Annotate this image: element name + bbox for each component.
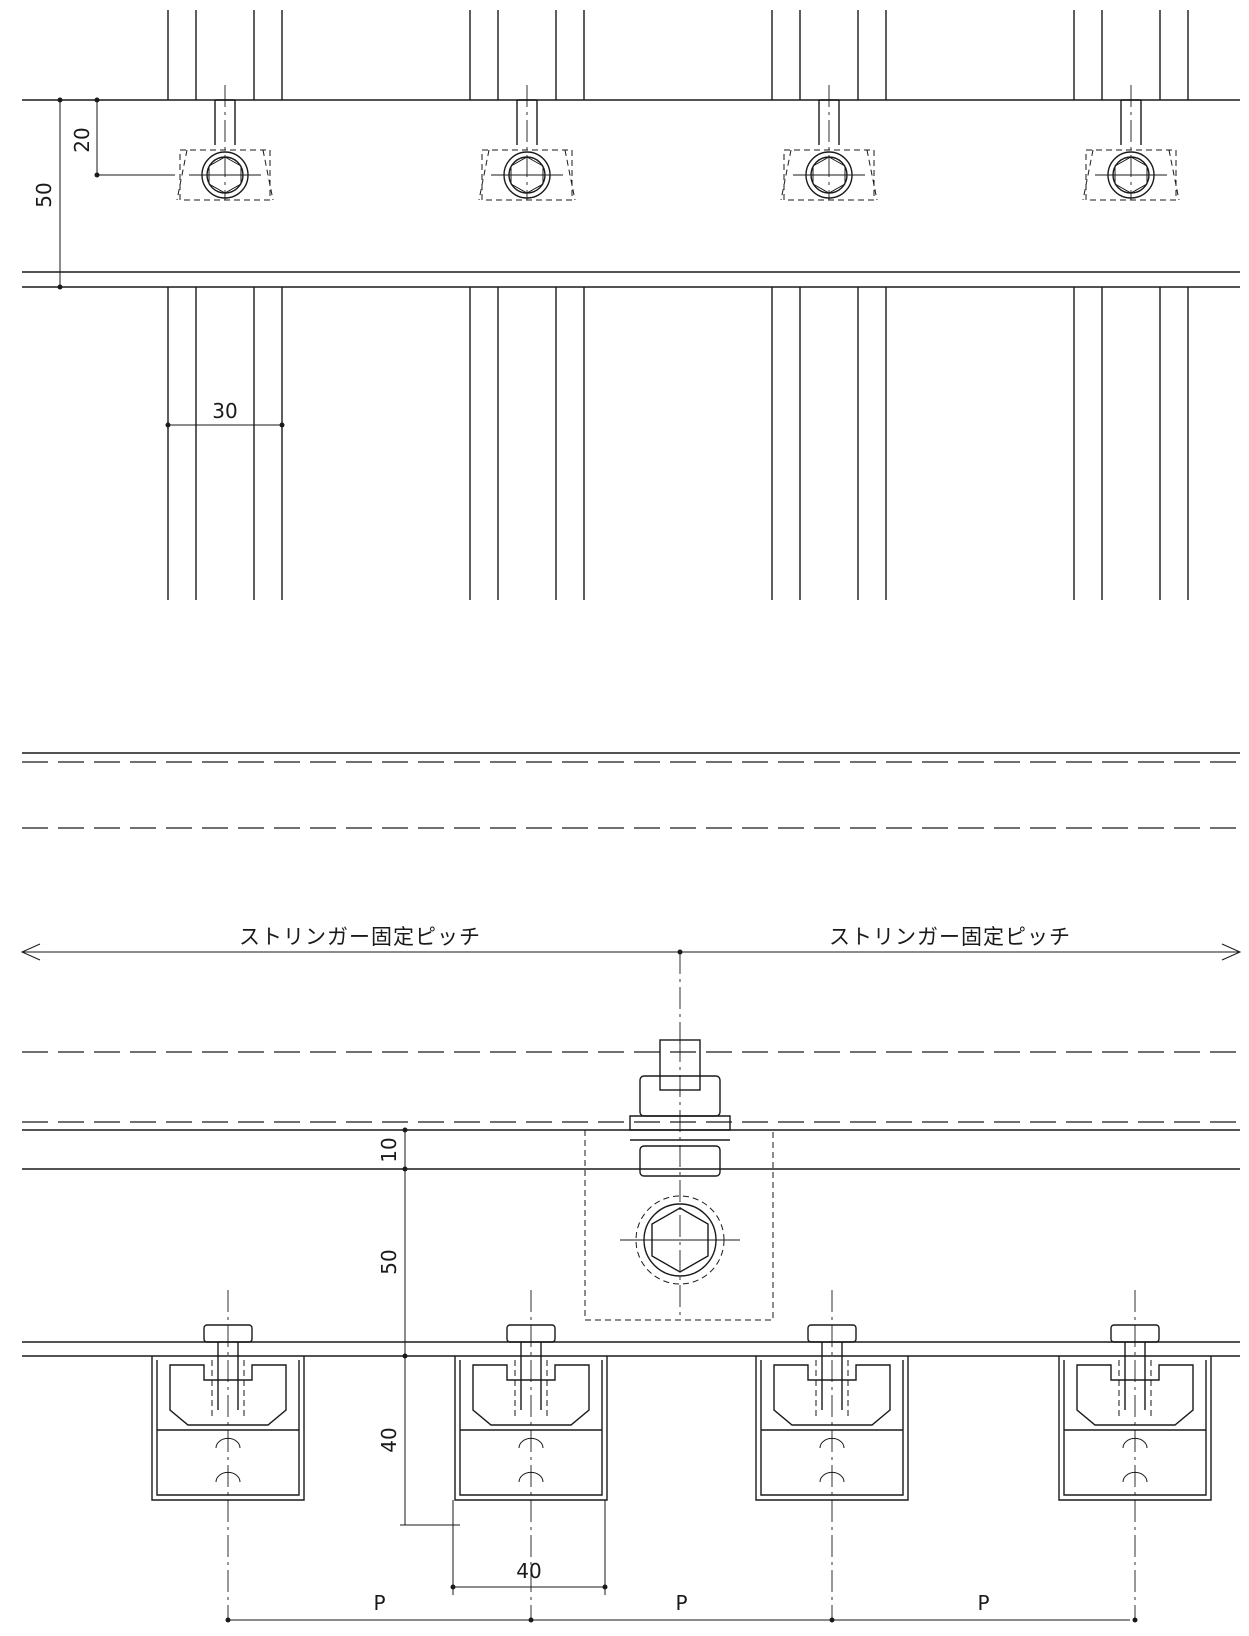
rail-2 — [454, 1290, 608, 1623]
plan-stringer-4 — [1073, 10, 1189, 600]
plan-stringers — [167, 10, 1189, 600]
dim-plate-label: 10 — [377, 1137, 401, 1162]
center-bolt-assembly — [584, 1039, 774, 1321]
plan-stringer-3 — [771, 10, 887, 600]
plan-view: 50 20 30 — [22, 10, 1240, 600]
pitch-label-right: ストリンガー固定ピッチ — [829, 925, 1071, 949]
dim-width-label: 30 — [212, 399, 237, 423]
plan-bolt-icon — [780, 149, 878, 201]
dim-depth-label: 50 — [32, 182, 56, 207]
vertical-dimension-chain: 10 50 40 — [377, 1127, 460, 1526]
rail-3 — [755, 1290, 909, 1623]
plan-bolt-icon — [478, 149, 576, 201]
plan-stringer-1 — [167, 10, 283, 600]
rail-4 — [1058, 1290, 1212, 1623]
pitch-dimension: ストリンガー固定ピッチ ストリンガー固定ピッチ — [20, 925, 1242, 1050]
dim-rail-label: 40 — [377, 1427, 401, 1452]
dim-offset-20: 20 — [70, 97, 175, 178]
dim-beam-label: 50 — [377, 1249, 401, 1274]
pitch-label-left: ストリンガー固定ピッチ — [239, 925, 481, 949]
dim-offset-label: 20 — [70, 127, 94, 152]
rails — [151, 1290, 1212, 1623]
dim-width-30: 30 — [165, 399, 285, 428]
pitch-p-label: P — [977, 1591, 989, 1615]
section-view: ストリンガー固定ピッチ ストリンガー固定ピッチ — [20, 925, 1242, 1623]
pitch-p-label: P — [675, 1591, 687, 1615]
plan-bolt-icon — [176, 149, 274, 201]
middle-reference-lines — [22, 752, 1240, 829]
pitch-p-label: P — [373, 1591, 385, 1615]
dim-depth-50: 50 — [32, 97, 63, 290]
plan-stringer-2 — [469, 10, 585, 600]
dim-rail-width: 40 — [450, 1500, 608, 1595]
plan-bolt-icon — [1082, 149, 1180, 201]
dim-rail-width-label: 40 — [516, 1559, 541, 1583]
rail-1 — [151, 1290, 305, 1623]
